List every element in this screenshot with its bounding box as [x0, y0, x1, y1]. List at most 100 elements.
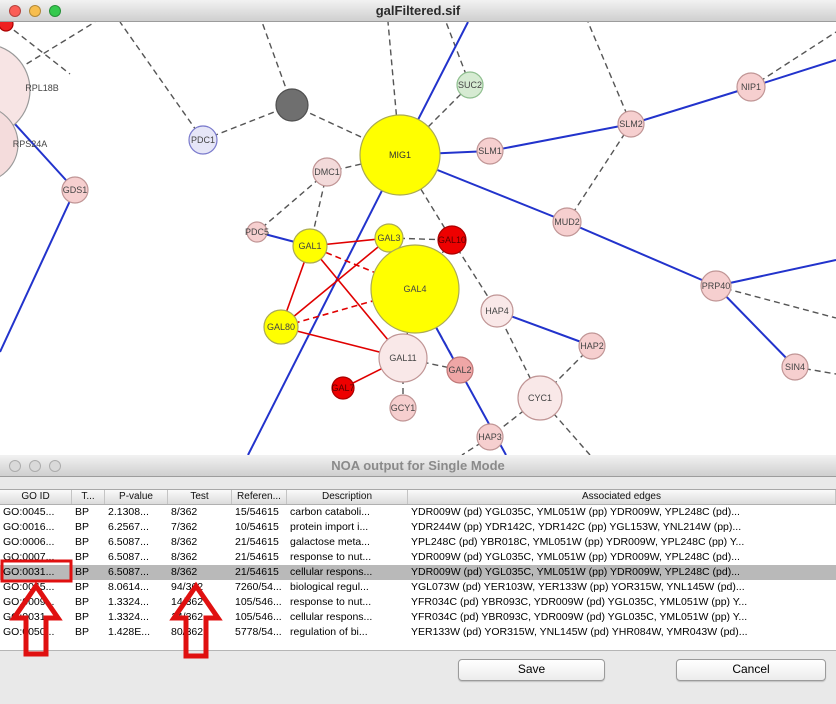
- node-label: RPS24A: [13, 139, 48, 149]
- network-node-gal4[interactable]: GAL4: [370, 244, 460, 334]
- node-label: SLM1: [478, 146, 502, 156]
- network-edge[interactable]: [715, 259, 836, 287]
- table-cell-description: regulation of bi...: [290, 626, 368, 638]
- network-node-pdc1[interactable]: PDC1: [188, 125, 218, 155]
- table-cell-description: cellular respons...: [290, 566, 373, 578]
- zoom-button[interactable]: [49, 460, 61, 472]
- node-label: GAL3: [377, 233, 400, 243]
- network-node-slm2[interactable]: SLM2: [617, 110, 645, 138]
- network-node-gcy1[interactable]: GCY1: [389, 394, 417, 422]
- network-node-gal7[interactable]: GAL7: [331, 376, 355, 400]
- table-cell-p_value: 1.3324...: [108, 596, 149, 608]
- network-edge[interactable]: [280, 237, 390, 328]
- network-node-mud2[interactable]: MUD2: [552, 207, 582, 237]
- close-button[interactable]: [9, 460, 21, 472]
- table-cell-p_value: 8.0614...: [108, 581, 149, 593]
- network-edge[interactable]: [202, 104, 293, 141]
- table-cell-type: BP: [75, 536, 90, 548]
- network-edge[interactable]: [399, 84, 471, 156]
- network-edge[interactable]: [256, 171, 328, 233]
- save-button[interactable]: Save: [458, 659, 605, 681]
- table-cell-go_id: GO:0007...: [3, 551, 55, 563]
- network-node-gal10[interactable]: GAL10: [437, 225, 467, 255]
- network-edge[interactable]: [715, 285, 836, 319]
- minimize-button[interactable]: [29, 5, 41, 17]
- table-cell-type: BP: [75, 581, 90, 593]
- column-header-reference[interactable]: Referen...: [232, 490, 287, 504]
- column-header-p_value[interactable]: P-value: [105, 490, 168, 504]
- cancel-button[interactable]: Cancel: [676, 659, 826, 681]
- network-node-hap2[interactable]: HAP2: [578, 332, 606, 360]
- network-edge[interactable]: [794, 366, 836, 375]
- network-node-rpl18b[interactable]: RPL18B: [0, 44, 59, 136]
- network-node-suc2[interactable]: SUC2: [456, 71, 484, 99]
- network-node-nip1[interactable]: NIP1: [736, 72, 766, 102]
- network-node-dmc1[interactable]: DMC1: [312, 157, 342, 187]
- close-button[interactable]: [9, 5, 21, 17]
- column-header-go_id[interactable]: GO ID: [0, 490, 72, 504]
- network-node-prp40[interactable]: PRP40: [700, 270, 732, 302]
- network-edge[interactable]: [0, 189, 76, 353]
- table-cell-test: 8/362: [171, 551, 198, 563]
- network-node-gal80[interactable]: GAL80: [263, 309, 299, 345]
- table-cell-type: BP: [75, 596, 90, 608]
- network-edge[interactable]: [489, 123, 632, 152]
- network-edge[interactable]: [566, 221, 717, 287]
- network-edge[interactable]: [496, 310, 593, 347]
- table-cell-type: BP: [75, 521, 90, 533]
- network-edge[interactable]: [587, 21, 632, 125]
- minimize-button[interactable]: [29, 460, 41, 472]
- network-node-unlabeled[interactable]: [0, 16, 14, 32]
- table-cell-go_id: GO:0006...: [3, 536, 55, 548]
- node-label: HAP2: [580, 341, 604, 351]
- network-edge[interactable]: [750, 31, 836, 88]
- network-node-hap3[interactable]: HAP3: [476, 423, 504, 451]
- network-node-mig1[interactable]: MIG1: [359, 114, 441, 196]
- network-edge[interactable]: [119, 21, 204, 141]
- network-edge[interactable]: [715, 285, 796, 368]
- network-edge[interactable]: [309, 245, 416, 290]
- network-node-hap4[interactable]: HAP4: [480, 294, 514, 328]
- column-header-type[interactable]: T...: [72, 490, 105, 504]
- column-header-description[interactable]: Description: [287, 490, 408, 504]
- network-edge[interactable]: [0, 90, 76, 191]
- network-edge[interactable]: [630, 86, 752, 125]
- network-node-gal2[interactable]: GAL2: [446, 356, 474, 384]
- column-header-edges[interactable]: Associated edges: [408, 490, 836, 504]
- network-node-gal3[interactable]: GAL3: [374, 223, 404, 253]
- network-node-cyc1[interactable]: CYC1: [517, 375, 563, 421]
- network-edge[interactable]: [399, 154, 453, 241]
- table-cell-description: response to nut...: [290, 551, 372, 563]
- network-edge[interactable]: [750, 59, 836, 88]
- network-edge[interactable]: [5, 23, 71, 75]
- network-edge[interactable]: [566, 123, 632, 223]
- network-node-gds1[interactable]: GDS1: [61, 176, 89, 204]
- table-cell-p_value: 6.5087...: [108, 566, 149, 578]
- network-node-rps24a[interactable]: RPS24A: [0, 106, 47, 182]
- zoom-button[interactable]: [49, 5, 61, 17]
- network-node-gal1[interactable]: GAL1: [292, 228, 328, 264]
- node-label: MIG1: [389, 150, 411, 160]
- column-header-test[interactable]: Test: [168, 490, 232, 504]
- network-edge[interactable]: [247, 154, 401, 456]
- network-node-gal11[interactable]: GAL11: [378, 333, 428, 383]
- network-node-pdc5[interactable]: PDC5: [245, 221, 269, 243]
- network-node-sin4[interactable]: SIN4: [781, 353, 809, 381]
- network-node-unlabeled[interactable]: [275, 88, 309, 122]
- table-cell-edges: YDR244W (pp) YDR142C, YDR142C (pp) YGL15…: [411, 521, 742, 533]
- network-node-slm1[interactable]: SLM1: [476, 137, 504, 165]
